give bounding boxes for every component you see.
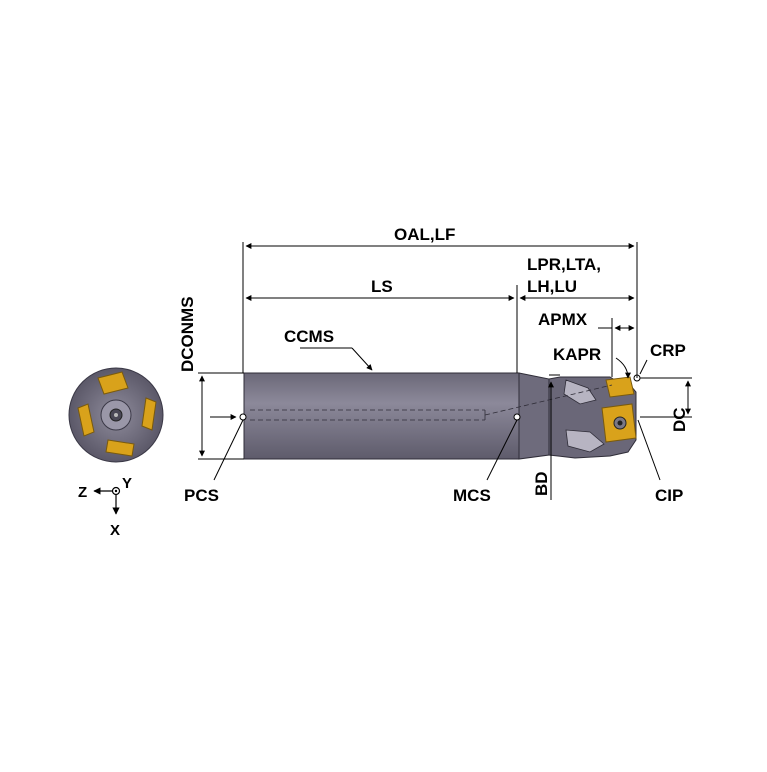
label-lh-lu: LH,LU [527,277,577,296]
chip-pocket-lower [565,429,605,453]
side-view [239,372,641,460]
pcs-point [239,413,247,421]
dimension-lines [198,242,692,500]
kapr-arc [615,357,631,379]
label-cip: CIP [655,486,683,505]
mcs-leader [486,419,518,481]
cutting-insert-top [605,376,635,398]
label-apmx: APMX [538,310,588,329]
cip-leader [637,419,661,481]
end-view-insert-left [77,403,95,437]
label-oal-lf: OAL,LF [394,225,455,244]
label-crp: CRP [650,341,686,360]
tool-neck [518,372,550,460]
coolant-channel-branch [484,384,613,416]
tool-shank [243,372,520,460]
label-ls: LS [371,277,393,296]
dimension-labels: OAL,LF LS LPR,LTA, LH,LU APMX KAPR CRP C… [178,225,689,505]
end-view [68,367,164,463]
label-dc: DC [670,407,689,432]
mcs-point [513,413,521,421]
axis-y-label: Y [122,475,132,492]
coordinate-symbol: Z Y X [78,475,132,539]
label-mcs: MCS [453,486,491,505]
chip-pocket-upper [563,379,597,405]
label-lpr-lta: LPR,LTA, [527,255,601,274]
label-dconms: DCONMS [178,296,197,372]
label-bd: BD [532,471,551,496]
end-view-insert-bottom [105,439,135,457]
end-view-insert-top [97,371,129,395]
end-view-center-dot [114,413,118,417]
end-view-insert-right [141,397,157,431]
label-pcs: PCS [184,486,219,505]
axis-z-label: Z [78,484,87,501]
axis-x-label: X [110,522,120,539]
label-kapr: KAPR [553,345,601,364]
pcs-leader [213,419,244,481]
label-ccms: CCMS [284,327,334,346]
